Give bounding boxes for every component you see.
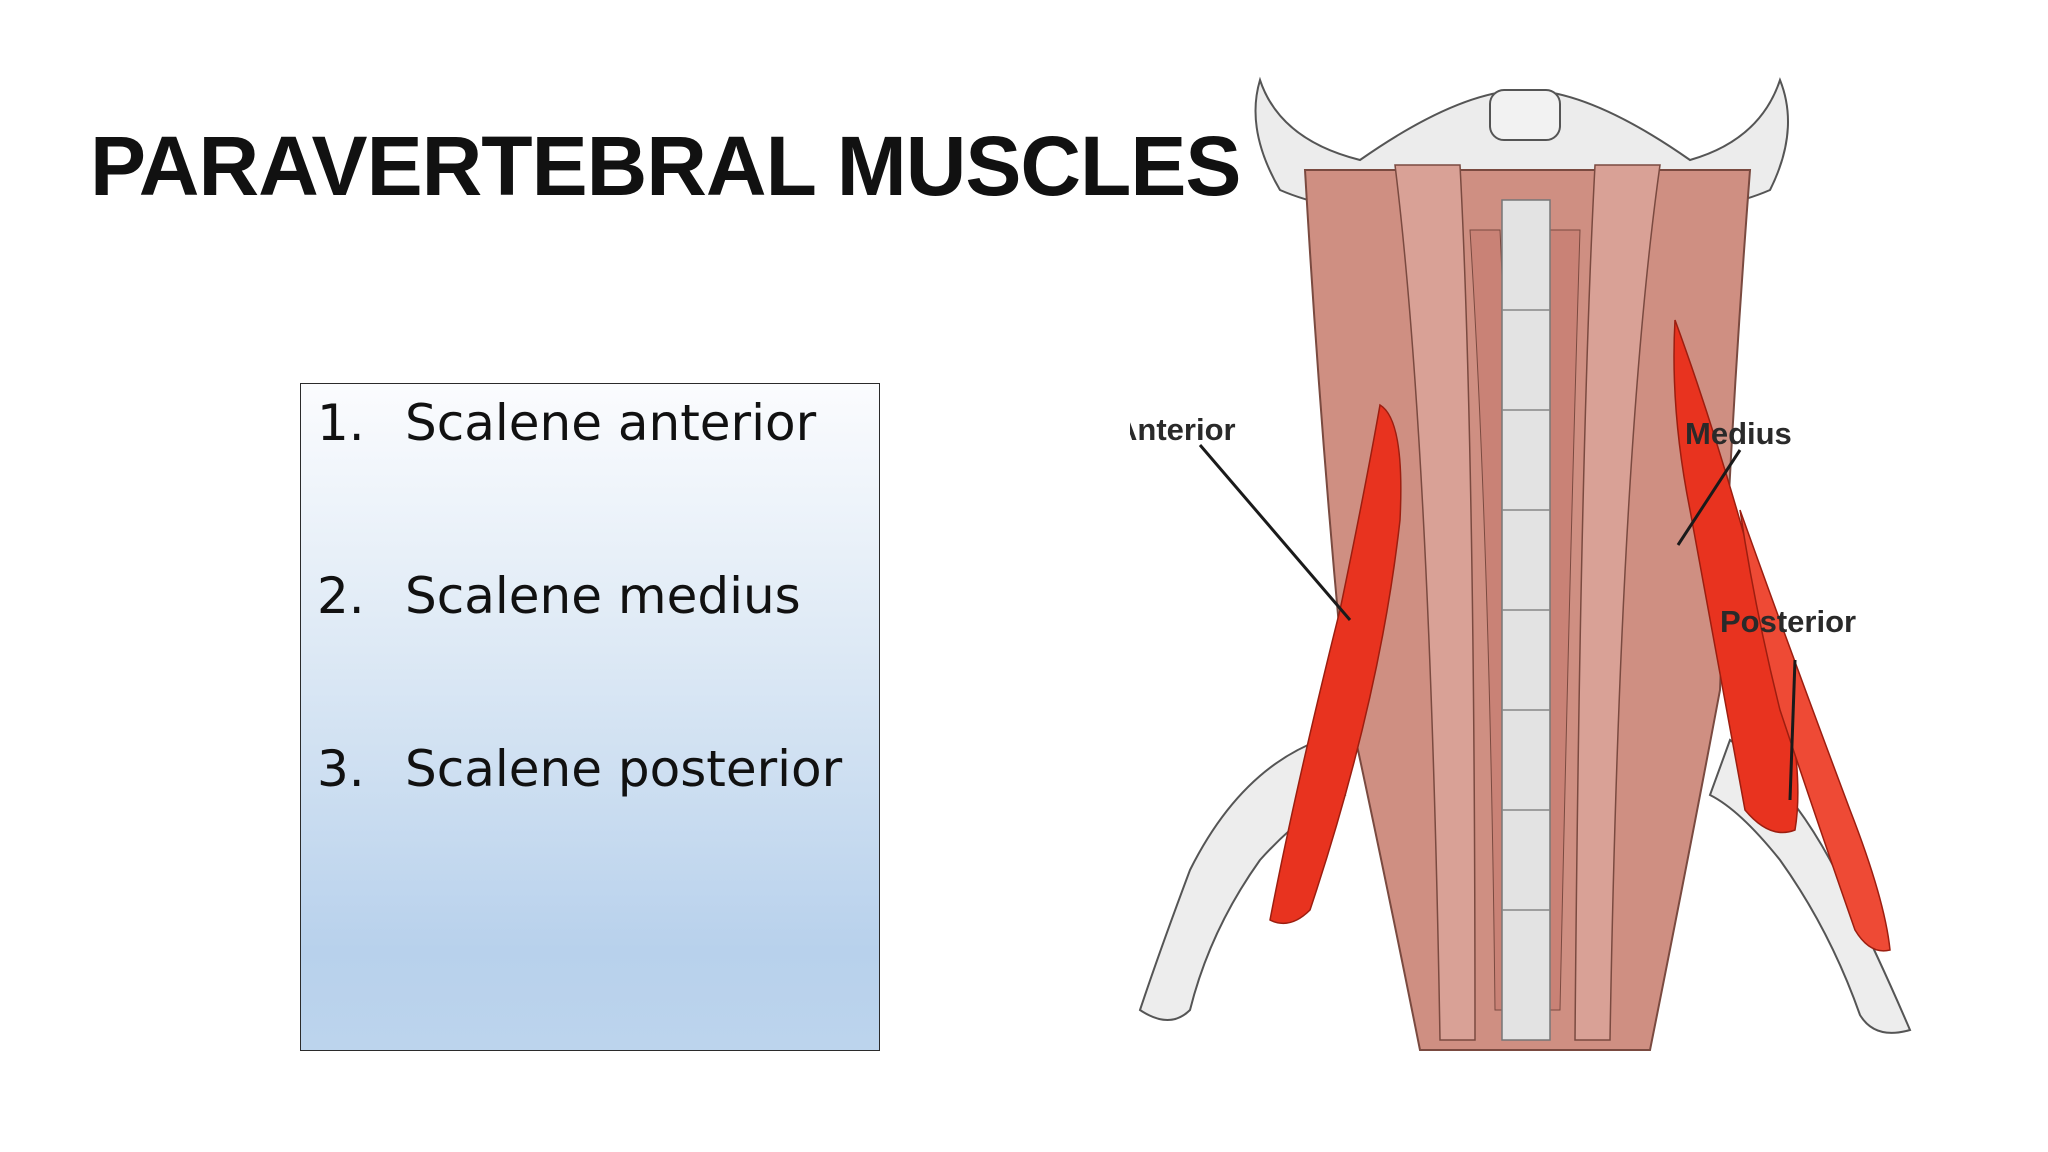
neck-anatomy-figure: Anterior Medius Posterior [1130, 50, 1920, 1070]
list-item-number: 2. [317, 567, 365, 625]
list-item-label: Scalene medius [405, 567, 801, 625]
vertebral-column [1501, 199, 1551, 1041]
medius-pointer-line [1676, 449, 1742, 546]
scalene-list: 1. Scalene anterior 2. Scalene medius 3.… [317, 394, 879, 913]
list-item-label: Scalene posterior [405, 740, 843, 798]
posterior-label: Posterior [1720, 604, 1856, 639]
anterior-pointer-line [1198, 444, 1352, 621]
anterior-label: Anterior [1130, 412, 1236, 447]
scalene-list-box: 1. Scalene anterior 2. Scalene medius 3.… [300, 383, 880, 1051]
list-item: 2. Scalene medius [317, 567, 879, 740]
scalene-anterior-muscle [1269, 403, 1402, 925]
longus-capitis-left [1394, 164, 1476, 1041]
slide-title: PARAVERTEBRAL MUSCLES [90, 119, 1241, 213]
vertebra-lines [1502, 309, 1550, 911]
basilar-part [1489, 89, 1561, 141]
neck-anatomy-illustration: Anterior Medius Posterior [1130, 76, 1912, 1051]
scalene-posterior-muscle [1739, 509, 1891, 952]
list-item-number: 3. [317, 740, 365, 798]
list-item: 1. Scalene anterior [317, 394, 879, 567]
posterior-pointer-line [1788, 659, 1797, 801]
list-item: 3. Scalene posterior [317, 740, 879, 913]
list-item-label: Scalene anterior [405, 394, 817, 452]
medius-label: Medius [1685, 416, 1792, 451]
longus-capitis-right [1574, 164, 1661, 1041]
list-item-number: 1. [317, 394, 365, 452]
